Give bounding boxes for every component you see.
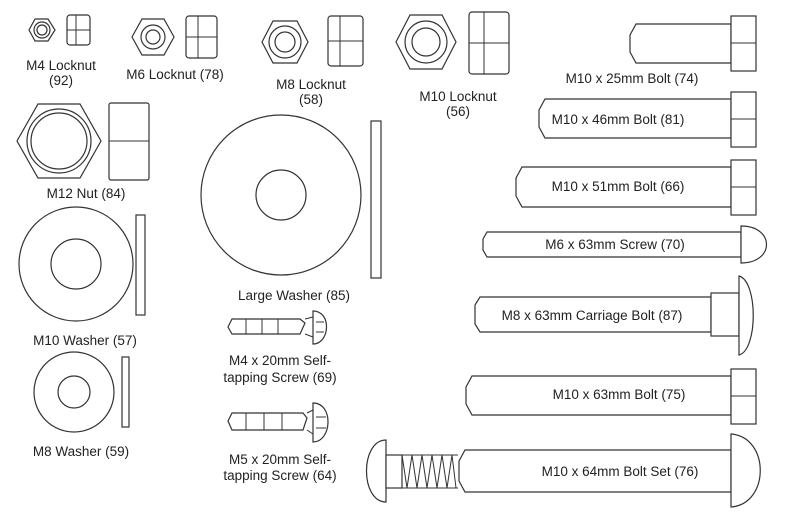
large-washer-label: Large Washer (85): [238, 288, 350, 303]
m6-locknut-drawing: [131, 15, 218, 59]
m8-washer-drawing: [33, 351, 130, 433]
m10-locknut-label: M10 Locknut: [419, 89, 497, 104]
m8-washer-label: M8 Washer (59): [33, 444, 129, 459]
m4-locknut-drawing: [28, 14, 91, 46]
m10-46mm-bolt-drawing: [538, 91, 757, 148]
m10-locknut-drawing: [395, 11, 510, 75]
m10-64mm-bolt-set-label: M10 x 64mm Bolt Set (76): [542, 464, 699, 479]
m12-nut-label: M12 Nut (84): [47, 186, 126, 201]
m12-nut-drawing: [16, 102, 150, 181]
m10-washer-drawing: [18, 206, 146, 322]
m10-46mm-bolt-label: M10 x 46mm Bolt (81): [552, 112, 685, 127]
m8-locknut-label: M8 Locknut: [276, 77, 346, 92]
m10-washer-label: M10 Washer (57): [33, 333, 137, 348]
m8-locknut-drawing: [261, 15, 364, 67]
m4-locknut-key: (92): [49, 73, 73, 88]
m10-63mm-bolt-label: M10 x 63mm Bolt (75): [553, 387, 686, 402]
m10-64mm-bolt-set-drawing: [366, 433, 761, 508]
m10-locknut-key: (56): [446, 104, 470, 119]
m5-screw-label-line2: tapping Screw (64): [223, 468, 336, 483]
m5-screw-drawing: [227, 402, 329, 443]
m5-screw-label-line1: M5 x 20mm Self-: [229, 452, 331, 467]
m6-63mm-screw-drawing: [482, 225, 767, 264]
m6-locknut-label: M6 Locknut (78): [126, 67, 224, 82]
m4-locknut-label: M4 Locknut: [26, 58, 96, 73]
m10-25mm-bolt-label: M10 x 25mm Bolt (74): [566, 71, 699, 86]
m10-25mm-bolt-drawing: [629, 15, 757, 72]
large-washer-drawing: [200, 114, 382, 279]
m4-screw-drawing: [227, 310, 328, 345]
m4-screw-label-line1: M4 x 20mm Self-: [229, 353, 331, 368]
m8-locknut-key: (58): [299, 92, 323, 107]
m10-63mm-bolt-drawing: [465, 368, 757, 425]
m10-51mm-bolt-drawing: [515, 159, 757, 216]
m8-carriage-bolt-drawing: [474, 275, 754, 356]
m6-63mm-screw-label: M6 x 63mm Screw (70): [545, 237, 685, 252]
m8-carriage-bolt-label: M8 x 63mm Carriage Bolt (87): [502, 308, 683, 323]
m10-51mm-bolt-label: M10 x 51mm Bolt (66): [552, 179, 685, 194]
m4-screw-label-line2: tapping Screw (69): [223, 370, 336, 385]
